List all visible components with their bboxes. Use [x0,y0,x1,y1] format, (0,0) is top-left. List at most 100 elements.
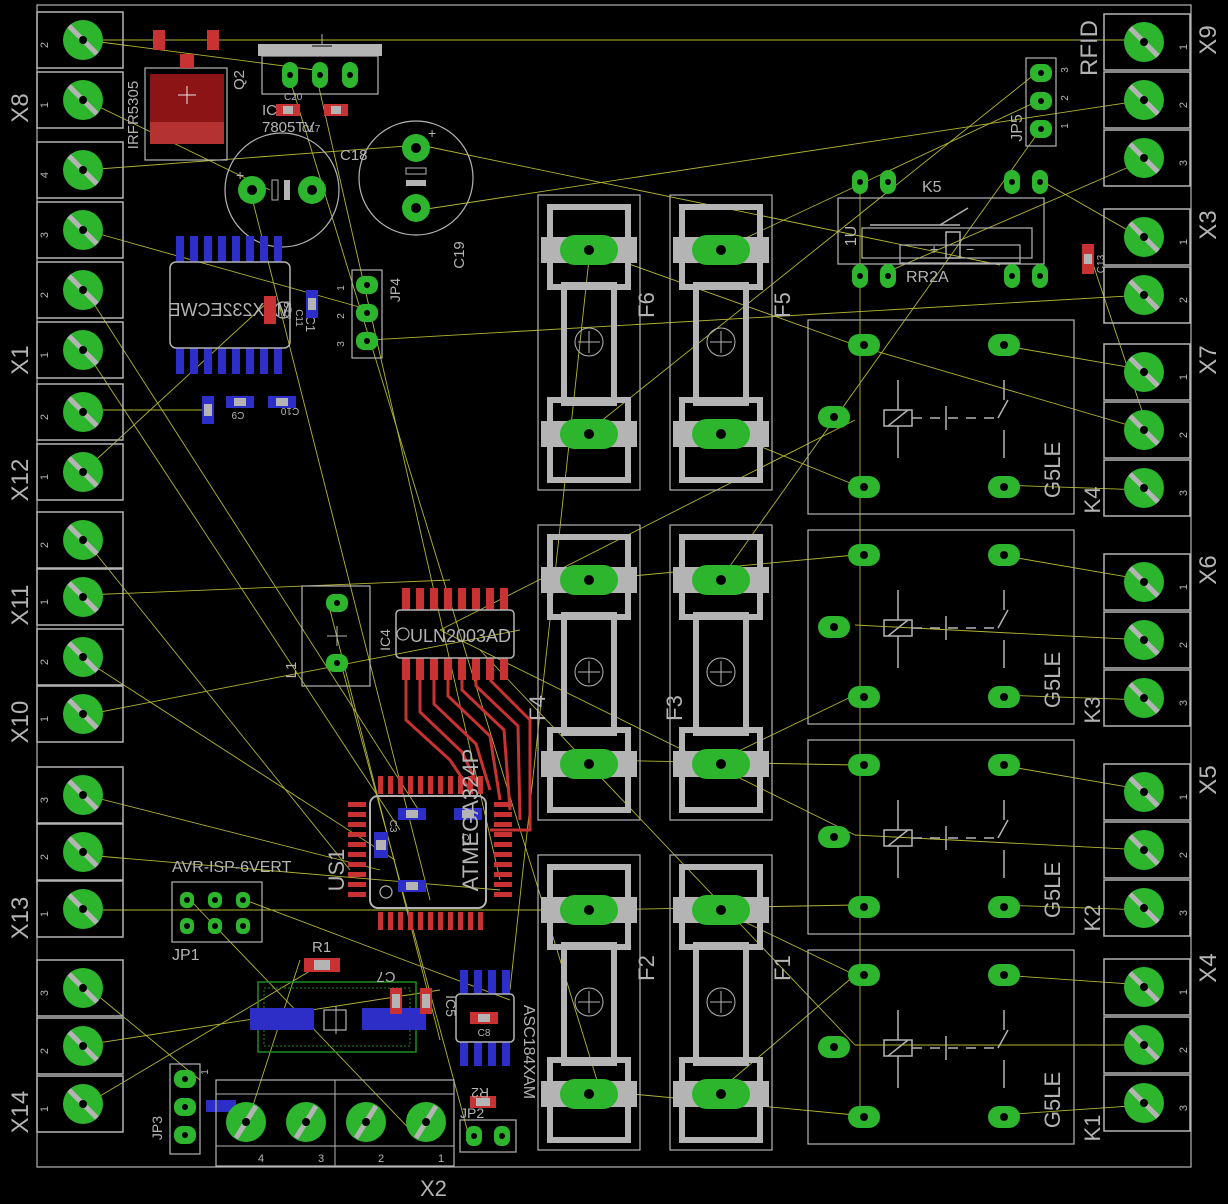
pin-label: 3 [1178,700,1190,706]
regulator-ic3: IC 7805TV [258,34,382,136]
terminal-name: X10 [7,701,34,744]
terminal-x13: X13 3 2 1 [7,767,123,939]
relay-name: K1 [1080,1115,1105,1142]
terminal-name: X6 [1195,555,1222,584]
relay-name: K3 [1080,697,1105,724]
terminal-name: X9 [1195,25,1222,54]
fuse-label: F3 [662,695,687,721]
pin-label: 3 [1060,67,1071,73]
terminal-name: X11 [7,585,34,626]
terminal-x1: X1 4 3 2 1 [7,142,123,378]
part-label: Q2 [231,70,248,90]
terminal-name: X5 [1195,765,1222,794]
capacitor-c9: C9 [202,396,244,424]
capacitor-c13: C13 [1082,244,1107,274]
reed-relay-k5: + − K5 RR2A 1U [837,170,1048,288]
mcu-atmega324p: ATMEGA324P US1 C3 C4 [324,749,512,930]
capacitor-c20: C20 [276,92,303,116]
fuse-label: F5 [770,292,795,318]
inductor-l1: L1 [283,585,371,687]
part-label: JP2 [460,1105,484,1121]
pin-label: 4 [258,1153,264,1165]
part-label: JP1 [172,947,200,964]
relay-k1: G5LE K1 [807,949,1105,1145]
ic-asc184xam: C8 IC5 ASC184XAM [443,970,537,1099]
terminal-x2: 4 3 2 1 X2 [215,1079,455,1201]
pin-label: 1 [438,1153,444,1165]
terminal-x8: X8 2 1 [7,12,123,128]
part-label: C13 [1096,254,1107,273]
relay-k2: G5LE K2 [807,739,1105,935]
pin-label: 1 [39,474,51,480]
pin-label: 1 [1178,584,1190,590]
pin-label: 2 [1178,852,1190,858]
pin-label: 2 [39,292,51,298]
relay-value: G5LE [1040,862,1065,918]
minus-mark: − [966,241,974,257]
pin-label: 3 [318,1153,324,1165]
part-value: ULN2003AD [410,626,511,646]
part-label: JP3 [149,1116,165,1140]
pin-label: 4 [39,172,51,178]
plus-mark: + [236,167,244,183]
relay-name: K5 [922,179,942,196]
pin-label: 1 [1178,239,1190,245]
pin-label: 1 [1178,989,1190,995]
ic-uln2003: ULN2003AD IC4 [377,588,515,680]
pin-label: 1 [39,911,51,917]
part-label: IC4 [377,629,393,651]
part-value: 7805TV [262,119,315,136]
terminal-name: X14 [7,1091,34,1134]
pin-label: 1 [39,352,51,358]
jumper-label: JP4 [387,278,403,302]
pin-label: 2 [1178,1047,1190,1053]
part-value: AVR-ISP-6VERT [172,859,292,876]
part-value: ASC184XAM [520,1005,537,1099]
pin-label: 3 [39,990,51,996]
resistor-r2: R2 [470,1085,496,1108]
part-label: IC5 [443,995,459,1017]
pin-label: 2 [39,1048,51,1054]
pin-label: 1 [336,285,347,291]
pin-label: 2 [1178,432,1190,438]
pin-label: 1 [1178,374,1190,380]
part-value: ATMEGA324P [458,749,483,892]
terminal-name: X3 [1195,210,1222,239]
pin-label: 1 [1060,123,1071,129]
capacitor-c11: C11 [293,290,318,327]
fuse-label: F1 [770,955,795,981]
capacitor-c12: C12 [264,296,292,324]
part-label: C12 [281,301,292,320]
crystal [250,981,426,1053]
terminal-name: X7 [1195,345,1222,374]
smd-pads [460,970,510,1066]
terminal-x6: X6 1 2 3 [1104,554,1222,726]
pin-label: 2 [39,854,51,860]
jumper-jp2: JP2 [459,1105,517,1153]
terminal-name: X13 [7,897,34,940]
rfid-label: RFID [1076,20,1103,76]
pin-label: 1 [39,716,51,722]
terminal-x5: X5 1 2 3 [1104,764,1222,936]
fuse-f2: F2 [538,855,659,1150]
pin-label: 3 [1178,1105,1190,1111]
pin-label: 2 [1060,95,1071,101]
pin-label: 2 [378,1153,384,1165]
part-value: IRFR5305 [125,81,142,149]
fuse-label: F6 [634,292,659,318]
pin-label: 2 [1178,297,1190,303]
part-label: C3 [387,820,398,833]
terminal-x7: X7 1 2 3 [1104,344,1222,516]
part-label: R2 [471,1085,489,1101]
smd-pads-bottom [402,658,508,680]
smd-pads-top [176,236,282,262]
relay-value: G5LE [1040,652,1065,708]
terminal-x14: X14 3 2 1 [7,960,123,1133]
mosfet-q2: Q2 IRFR5305 [125,30,248,161]
smd-pads-top [402,588,508,610]
relay-k3: G5LE K3 [807,529,1105,725]
pin-label: 2 [39,659,51,665]
jumper-jp5: JP5 3 2 1 [1009,57,1071,147]
relay-value: G5LE [1040,1072,1065,1128]
